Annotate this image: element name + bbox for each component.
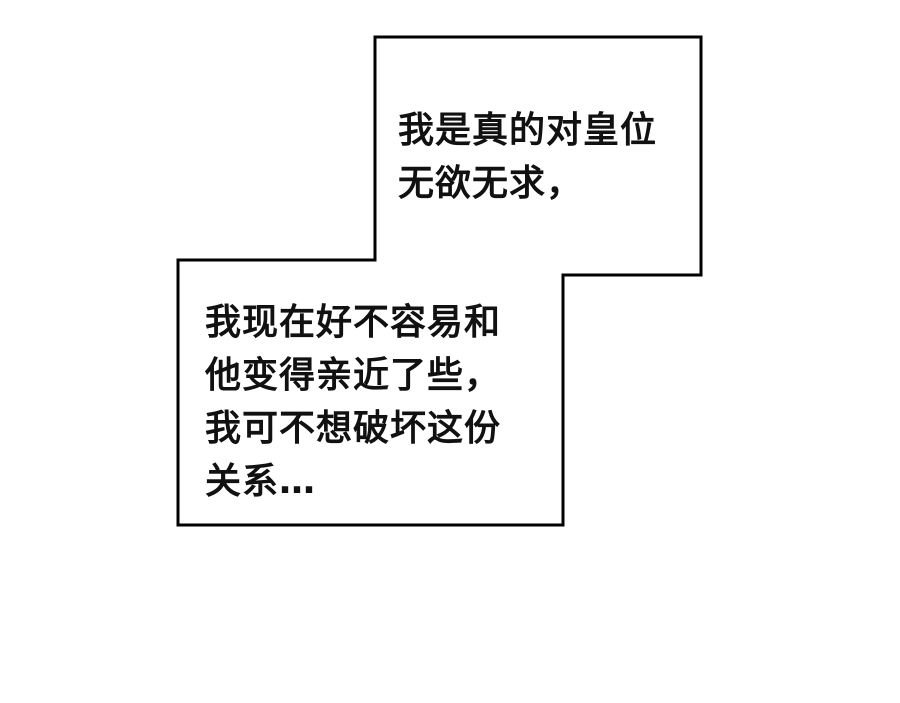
bottom-speech-text: 我现在好不容易和 他变得亲近了些， 我可不想破坏这份 关系… xyxy=(205,296,501,508)
speech-box-shape xyxy=(176,35,703,527)
text-line: 他变得亲近了些， xyxy=(205,355,502,396)
text-line: 我现在好不容易和 xyxy=(205,302,502,343)
text-line: 我是真的对皇位 xyxy=(398,110,658,151)
text-line: 无欲无求， xyxy=(398,163,584,204)
top-speech-text: 我是真的对皇位 无欲无求， xyxy=(398,104,657,210)
text-line: 我可不想破坏这份 xyxy=(205,408,502,449)
text-line: 关系… xyxy=(205,461,317,502)
